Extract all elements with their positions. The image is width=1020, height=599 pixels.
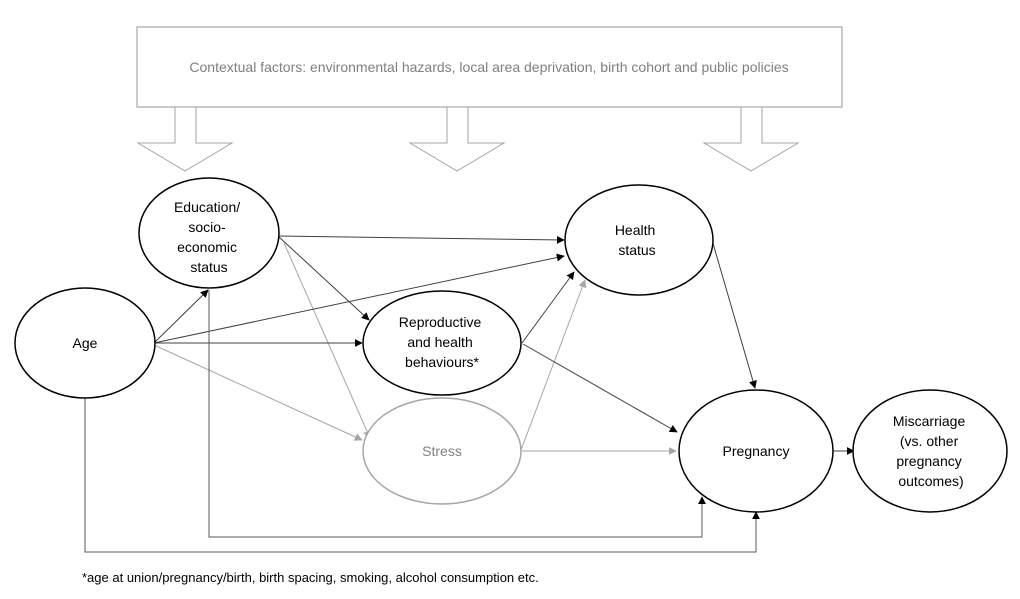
node-age-label: Age	[73, 335, 98, 351]
node-health-status: Health status	[564, 184, 714, 296]
contextual-factors-box: Contextual factors: environmental hazard…	[136, 26, 843, 108]
contextual-factors-label: Contextual factors: environmental hazard…	[189, 59, 788, 75]
edge-age-education	[153, 289, 209, 344]
node-education-label: Education/ socio- economic status	[174, 199, 244, 275]
node-education: Education/ socio- economic status	[138, 177, 280, 289]
node-age: Age	[14, 287, 156, 399]
edge-reproductive-health	[521, 271, 575, 344]
node-health-status-label: Health status	[615, 222, 659, 258]
edge-age-health	[153, 253, 565, 344]
edges	[84, 235, 855, 553]
node-reproductive-behaviours: Reproductive and health behaviours*	[362, 290, 522, 396]
block-arrow-down-icon	[136, 106, 234, 172]
node-stress: Stress	[362, 397, 522, 505]
edge-age-stress	[153, 344, 363, 441]
edge-age-pregnancy	[84, 398, 760, 553]
node-miscarriage: Miscarriage (vs. other pregnancy outcome…	[852, 389, 1008, 513]
edge-reproductive-pregnancy	[522, 343, 678, 433]
edge-education-pregnancy	[208, 290, 706, 538]
node-pregnancy-label: Pregnancy	[723, 443, 790, 459]
edge-education-reproductive	[278, 236, 370, 321]
node-stress-label: Stress	[422, 443, 462, 459]
block-arrow-down-icon	[702, 106, 800, 172]
node-miscarriage-label: Miscarriage (vs. other pregnancy outcome…	[893, 413, 969, 489]
edge-stress-health	[520, 279, 587, 451]
node-pregnancy: Pregnancy	[678, 389, 834, 513]
block-arrow-down-icon	[408, 106, 506, 172]
node-reproductive-label: Reproductive and health behaviours*	[399, 314, 485, 370]
edge-education-stress	[283, 242, 371, 439]
edge-education-health	[277, 235, 565, 244]
footnote: *age at union/pregnancy/birth, birth spa…	[82, 570, 539, 585]
edge-health-pregnancy	[711, 239, 757, 389]
